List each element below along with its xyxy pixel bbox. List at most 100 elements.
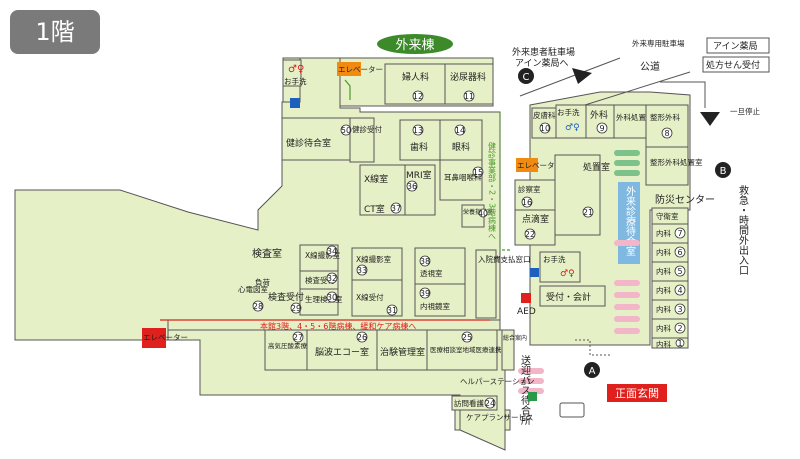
orthopedics-label: 整形外科	[650, 112, 680, 122]
prescription-box-label: 処方せん受付	[706, 59, 760, 71]
helper-station-label: ヘルパーステーション	[460, 377, 534, 386]
arrow-right-icon	[572, 68, 592, 84]
outpatient-lot-label: 外来患者駐車場	[512, 46, 575, 58]
ophthalmology-no: 14	[455, 126, 465, 135]
lab-reception-32-label: 検査受付	[305, 275, 335, 285]
xray-imaging-34-label: X線撮影室	[305, 250, 341, 260]
road-edge-1	[519, 57, 621, 97]
circle-shape	[412, 90, 424, 102]
eeg-label: 脳波エコー室	[315, 346, 369, 358]
rect-shape	[10, 10, 100, 54]
restroom-icon-tr: ♂♀	[565, 123, 580, 133]
arrow-down-icon	[700, 112, 720, 126]
driveway	[660, 81, 706, 108]
circle-shape	[674, 303, 686, 315]
stop-sign-label: 一旦停止	[730, 106, 760, 116]
gynecology-no: 12	[413, 92, 423, 101]
health-waiting-label: 健診待合室	[286, 137, 331, 149]
road-edge-2	[584, 71, 691, 106]
health-reception-label: 健診受付	[352, 124, 382, 134]
rect-shape	[518, 368, 544, 374]
rect-shape	[614, 160, 640, 166]
circle-shape	[292, 331, 304, 343]
treatment-no: 21	[583, 208, 593, 217]
circle-shape	[390, 202, 402, 214]
lab-reception-32-no: 32	[327, 274, 337, 283]
im7: 内科	[656, 228, 671, 238]
urology-no: 11	[464, 92, 474, 101]
nutrition-label: 栄養指導室	[463, 208, 493, 216]
surgery-label: 外科	[590, 109, 608, 121]
im1-no: 1	[677, 339, 682, 348]
xray-imaging-33	[351, 247, 403, 281]
circle-shape	[524, 228, 536, 240]
inpatient-payment-label: 入院費支払窓口	[478, 254, 531, 264]
dermatology-label: 皮膚科	[533, 110, 556, 120]
circle-shape	[454, 124, 466, 136]
iv-room	[514, 209, 556, 246]
aed-icon	[521, 293, 531, 303]
circle-shape	[412, 124, 424, 136]
xray-imaging-34-no: 34	[327, 247, 337, 256]
restroom-tr-label: お手洗	[557, 107, 580, 117]
stress-label: 負荷	[255, 277, 270, 287]
main-entrance-box	[607, 384, 667, 402]
dentistry-label: 歯科	[410, 141, 428, 153]
im5-no: 5	[677, 267, 682, 276]
circle-shape	[674, 322, 686, 334]
ophthalmology-label: 眼科	[452, 141, 470, 153]
circle-shape	[326, 272, 338, 284]
circle-shape	[356, 331, 368, 343]
fluoro-label: 透視室	[420, 268, 443, 278]
restroom-mid	[539, 251, 581, 283]
rect-shape	[614, 150, 640, 156]
circle-shape	[478, 208, 488, 218]
green-route-top	[344, 79, 351, 100]
circle-shape	[674, 246, 686, 258]
circle-shape	[675, 338, 685, 348]
mri-no: 36	[407, 182, 417, 191]
rect-shape	[614, 280, 640, 286]
consult-label: 医療相談室地域医療連携室	[430, 345, 509, 354]
ct-label: CT室	[364, 203, 385, 215]
xray-imaging-33-no: 33	[357, 266, 367, 275]
restroom-icon-mid: ♂♀	[560, 269, 575, 279]
restroom-icon-tl: ♂♀	[288, 64, 304, 75]
outpatient-waiting-label: 外来診療待合室	[624, 186, 636, 256]
circle-shape	[674, 284, 686, 296]
circle-shape	[661, 127, 673, 139]
marker-b: B	[720, 166, 727, 177]
accessible-icon-tl	[290, 98, 300, 108]
surgery-treatment-label: 外科処置室	[616, 112, 654, 122]
circle-shape	[252, 300, 264, 312]
circle-shape	[674, 227, 686, 239]
surgery-room	[585, 104, 615, 139]
elevator-top-label: エレベーター	[338, 65, 383, 74]
circle-shape	[461, 331, 473, 343]
circle-shape	[472, 166, 484, 178]
visit-nursing-label: 訪問看護	[454, 398, 484, 408]
circle-shape	[582, 206, 594, 218]
marker-a-circle	[584, 362, 600, 378]
rect-shape	[614, 316, 640, 322]
prescription-box	[702, 56, 770, 73]
circle-shape	[340, 124, 352, 136]
aed-label: AED	[517, 307, 536, 317]
eeg-no: 26	[357, 333, 367, 342]
rect-shape	[518, 388, 544, 394]
ent-no: 15	[473, 168, 483, 177]
reception-billing-label: 受付・会計	[546, 291, 591, 303]
circle-shape	[326, 291, 338, 303]
ain-pharmacy-box-label: アイン薬局	[713, 40, 758, 52]
elevator-bl	[142, 328, 166, 348]
marker-b-circle	[715, 162, 731, 178]
visit-nursing-no: 24	[485, 399, 495, 408]
circle-shape	[484, 397, 496, 409]
nutrition-no: 40	[478, 209, 488, 218]
circle-shape	[356, 264, 368, 276]
elevator-mid-label: エレベーター	[517, 161, 562, 170]
im2-no: 2	[677, 324, 682, 333]
marker-c-circle	[518, 68, 534, 84]
circle-shape	[386, 304, 398, 316]
